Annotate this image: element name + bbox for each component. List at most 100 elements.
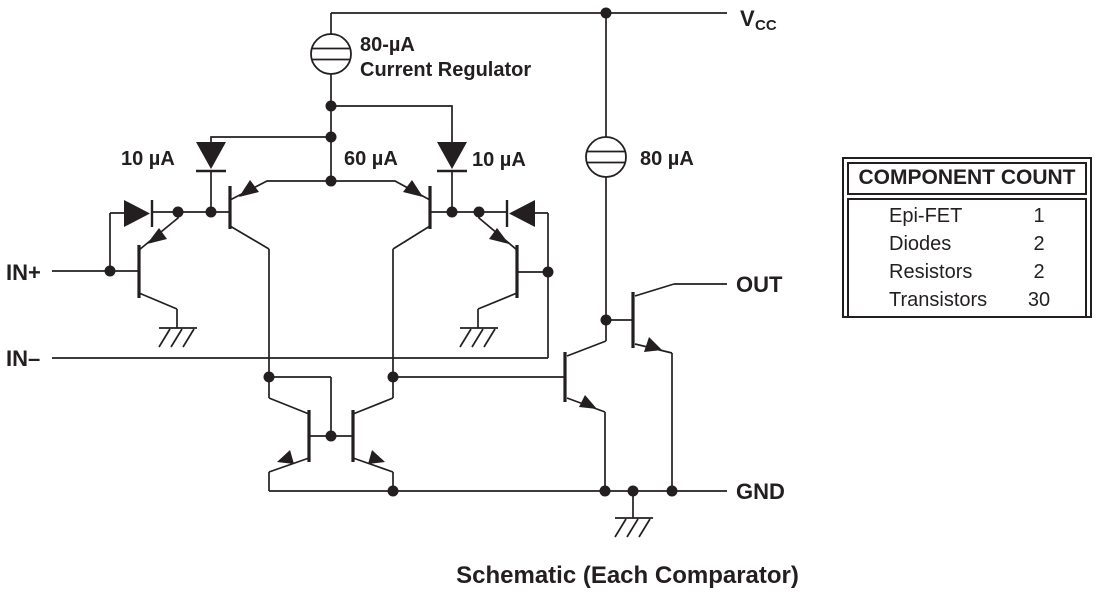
junction-dot <box>599 485 611 497</box>
ground-symbol-left <box>158 327 197 348</box>
emitter-arrow <box>644 337 662 352</box>
schematic-labels: V CC IN+ IN– OUT GND 80-µA Current Regul… <box>6 6 785 504</box>
clamp-diode-right <box>505 200 549 358</box>
current-label-right: 10 µA <box>472 149 526 171</box>
ground-symbol-main <box>614 517 653 538</box>
vcc-label-subscript: CC <box>755 17 777 34</box>
junction-dot <box>627 485 639 497</box>
current-label-output: 80 µA <box>640 148 694 170</box>
emitter-wire <box>566 397 606 491</box>
bias-network <box>196 105 467 212</box>
bias-diode-right <box>437 142 467 212</box>
mirror-left <box>268 377 311 491</box>
junction-dot <box>325 430 337 442</box>
collector-wire <box>392 225 431 377</box>
in-minus-label: IN– <box>6 346 40 371</box>
junction-dot <box>325 131 337 143</box>
figure-caption: Schematic (Each Comparator) <box>456 562 799 589</box>
diff-pair-left <box>228 180 331 377</box>
collector-wire <box>477 292 518 328</box>
emitter-arrow <box>277 450 294 464</box>
emitter-wire <box>634 343 673 491</box>
emitter-wire <box>268 457 310 491</box>
bias-branch-right <box>331 105 453 142</box>
mirror-right <box>351 377 394 491</box>
output-stage <box>393 283 727 491</box>
table-row: Epi-FET 1 <box>849 202 1085 230</box>
vcc-label: V <box>740 6 755 31</box>
in-plus-label: IN+ <box>6 260 41 285</box>
out-label: OUT <box>736 272 783 297</box>
table-row: Resistors 2 <box>849 258 1085 286</box>
table-body: Epi-FET 1 Diodes 2 Resistors 2 Transisto… <box>847 198 1087 318</box>
current-label-tail: 60 µA <box>344 148 398 170</box>
row-value: 30 <box>1027 288 1051 311</box>
input-stage-left <box>52 180 331 377</box>
emitter-arrow <box>489 228 509 244</box>
junction-dot <box>205 206 217 218</box>
gnd-label: GND <box>736 479 785 504</box>
regulator-name-label: Current Regulator <box>360 59 531 81</box>
junction-dot <box>104 265 116 277</box>
junction-dot <box>325 175 337 187</box>
junction-dot <box>325 100 337 112</box>
gnd-rail <box>269 490 727 538</box>
mirror-base-link <box>269 376 332 436</box>
junction-dot <box>473 206 485 218</box>
junction-dot <box>387 371 399 383</box>
collector-wire <box>566 340 607 357</box>
current-mirror <box>268 376 394 491</box>
emitter-arrow <box>239 180 259 197</box>
current-source-chords <box>587 150 625 164</box>
diode-triangle <box>196 142 226 169</box>
row-value: 2 <box>1033 232 1045 255</box>
component-count-table: COMPONENT COUNT Epi-FET 1 Diodes 2 Resis… <box>842 157 1092 318</box>
diff-pair-right <box>331 180 432 377</box>
emitter-arrow <box>368 450 385 464</box>
collector-wire <box>268 377 310 415</box>
current-label-left: 10 µA <box>121 148 175 170</box>
diode-triangle <box>509 200 535 227</box>
table-title: COMPONENT COUNT <box>847 162 1087 195</box>
collector-wire <box>634 283 727 297</box>
emitter-arrow <box>147 228 167 244</box>
junction-dot <box>600 7 612 19</box>
diode-triangle <box>124 200 150 227</box>
row-value: 1 <box>1033 204 1045 227</box>
table-row: Transistors 30 <box>849 286 1085 314</box>
output-current-source <box>585 13 627 341</box>
bias-diode-left <box>196 142 226 212</box>
junction-dot <box>542 266 554 278</box>
row-label: Transistors <box>889 288 988 311</box>
row-label: Diodes <box>889 232 952 255</box>
diode-triangle <box>437 142 467 169</box>
input-follower-right <box>459 212 548 348</box>
junction-dot <box>172 206 184 218</box>
output-transistor <box>606 283 727 491</box>
row-label: Resistors <box>889 260 973 283</box>
current-regulator <box>310 13 352 181</box>
row-value: 2 <box>1033 260 1045 283</box>
emitter-arrow <box>403 180 423 197</box>
current-regulator-chords <box>312 47 350 61</box>
current-regulator-symbol <box>310 33 352 75</box>
junction-dot <box>600 314 612 326</box>
junction-dot <box>446 206 458 218</box>
emitter-arrow <box>579 395 597 409</box>
row-label: Epi-FET <box>889 204 963 227</box>
junction-dot <box>387 485 399 497</box>
collector-wire <box>352 377 394 415</box>
junction-dots <box>104 7 678 497</box>
collector-wire <box>138 292 178 328</box>
current-source-symbol <box>585 136 627 178</box>
input-stage-right <box>52 180 549 377</box>
input-follower-left <box>137 212 197 348</box>
driver-transistor <box>393 340 607 491</box>
junction-dot <box>263 371 275 383</box>
collector-wire <box>229 225 270 377</box>
bias-branch-left <box>210 136 331 142</box>
table-row: Diodes 2 <box>849 230 1085 258</box>
junction-dot <box>666 485 678 497</box>
